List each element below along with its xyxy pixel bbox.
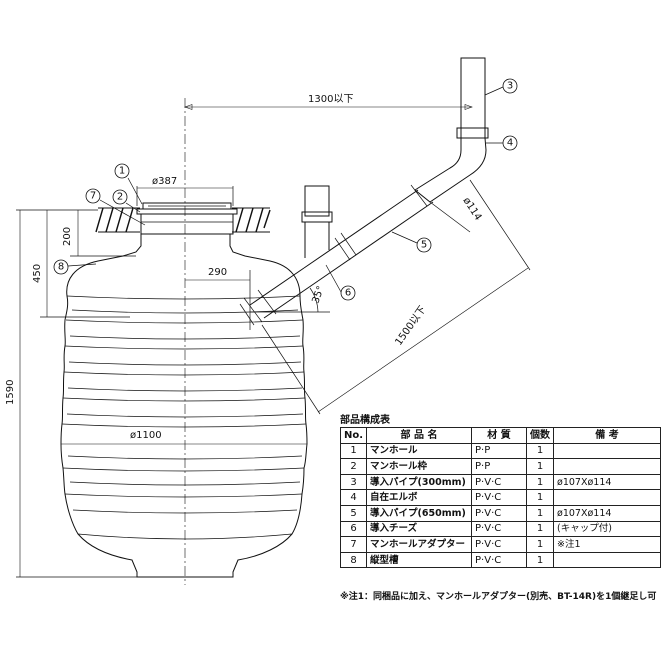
cell-no: 5 (339, 504, 368, 522)
cell-material: P·V·C (471, 504, 528, 522)
cell-note (553, 489, 661, 506)
table-row: 5 導入パイプ(650mm) P·V·C 1 ø107Xø114 (339, 504, 661, 522)
header-name: 部 品 名 (366, 427, 473, 444)
callout-1: 1 (114, 163, 130, 179)
cell-note: ø107Xø114 (553, 473, 661, 491)
svg-text:6: 6 (345, 288, 351, 299)
cell-material: P·V·C (471, 520, 528, 538)
cell-note (553, 458, 661, 475)
dim-387: ø387 (152, 176, 177, 187)
header-no: No. (339, 427, 368, 444)
dim-1590: 1590 (5, 380, 16, 405)
header-note: 備 考 (553, 427, 661, 444)
svg-text:8: 8 (58, 262, 64, 273)
ground-hatching (95, 207, 271, 233)
callout-3: 3 (502, 78, 518, 94)
tank-ribs (61, 295, 307, 540)
cell-qty: 1 (526, 504, 555, 522)
cell-note (553, 551, 661, 569)
parts-table-footnote: ※注1：同梱品に加え、マンホールアダプター(別売、BT-14R)を1個継足し可 (340, 592, 657, 602)
cell-name: 導入パイプ(300mm) (366, 473, 473, 491)
parts-table-title: 部品構成表 (340, 415, 390, 426)
cell-qty: 1 (526, 442, 555, 460)
svg-text:7: 7 (90, 191, 96, 202)
callout-2: 2 (112, 189, 128, 205)
dimension-lines (16, 104, 531, 578)
cell-qty: 1 (526, 473, 555, 491)
table-row: 8 縦型槽 P·V·C 1 (339, 551, 661, 569)
cell-note: (キャップ付) (553, 520, 661, 538)
dim-1300: 1300以下 (308, 94, 353, 105)
cell-material: P·V·C (471, 536, 528, 553)
cell-no: 6 (339, 520, 368, 538)
cell-material: P·P (471, 442, 528, 460)
cell-name: マンホール枠 (366, 458, 473, 475)
table-row: 1 マンホール P·P 1 (339, 442, 661, 460)
callout-7: 7 (85, 188, 101, 204)
cell-name: 導入チーズ (366, 520, 473, 538)
cell-qty: 1 (526, 489, 555, 506)
parts-table-header-row: No. 部 品 名 材 質 個数 備 考 (339, 427, 661, 444)
cell-material: P·V·C (471, 551, 528, 569)
dim-200: 200 (62, 227, 73, 246)
callout-leaders (67, 86, 504, 293)
cell-no: 1 (339, 442, 368, 460)
svg-text:2: 2 (117, 192, 123, 203)
callout-4: 4 (502, 135, 518, 151)
manhole-assembly (136, 202, 238, 235)
header-material: 材 質 (471, 427, 528, 444)
dim-450: 450 (32, 264, 43, 283)
cell-name: 導入パイプ(650mm) (366, 504, 473, 522)
svg-text:5: 5 (421, 240, 427, 251)
tank-outline (60, 234, 308, 578)
cell-note: ※注1 (553, 536, 661, 553)
callout-6: 6 (340, 285, 356, 301)
dim-35: 35° (310, 285, 326, 305)
cell-no: 7 (339, 536, 368, 553)
cell-name: マンホール (366, 442, 473, 460)
dim-114: ø114 (460, 196, 483, 223)
cell-name: マンホールアダプター (366, 536, 473, 553)
cell-material: P·P (471, 458, 528, 475)
cell-note (553, 442, 661, 460)
callout-5: 5 (416, 237, 432, 253)
svg-text:1: 1 (119, 166, 125, 177)
parts-table: No. 部 品 名 材 質 個数 備 考 1 マンホール P·P 1 2 マンホ… (339, 427, 661, 569)
table-row: 6 導入チーズ P·V·C 1 (キャップ付) (339, 520, 661, 538)
cell-material: P·V·C (471, 473, 528, 491)
cell-note: ø107Xø114 (553, 504, 661, 522)
table-row: 4 自在エルボ P·V·C 1 (339, 489, 661, 506)
cell-name: 自在エルボ (366, 489, 473, 506)
cell-qty: 1 (526, 536, 555, 553)
header-qty: 個数 (526, 427, 555, 444)
cell-no: 2 (339, 458, 368, 475)
dim-1500: 1500以下 (393, 304, 428, 348)
cell-no: 8 (339, 551, 368, 569)
inlet-pipes (239, 57, 489, 326)
dim-1100: ø1100 (130, 430, 162, 441)
cell-no: 4 (339, 489, 368, 506)
cell-name: 縦型槽 (366, 551, 473, 569)
table-row: 3 導入パイプ(300mm) P·V·C 1 ø107Xø114 (339, 473, 661, 491)
table-row: 7 マンホールアダプター P·V·C 1 ※注1 (339, 536, 661, 553)
dim-290: 290 (208, 267, 227, 278)
callout-8: 8 (53, 259, 69, 275)
svg-text:3: 3 (507, 81, 513, 92)
cell-material: P·V·C (471, 489, 528, 506)
cell-qty: 1 (526, 520, 555, 538)
cell-no: 3 (339, 473, 368, 491)
cell-qty: 1 (526, 458, 555, 475)
cell-qty: 1 (526, 551, 555, 569)
table-row: 2 マンホール枠 P·P 1 (339, 458, 661, 475)
svg-text:4: 4 (507, 138, 513, 149)
